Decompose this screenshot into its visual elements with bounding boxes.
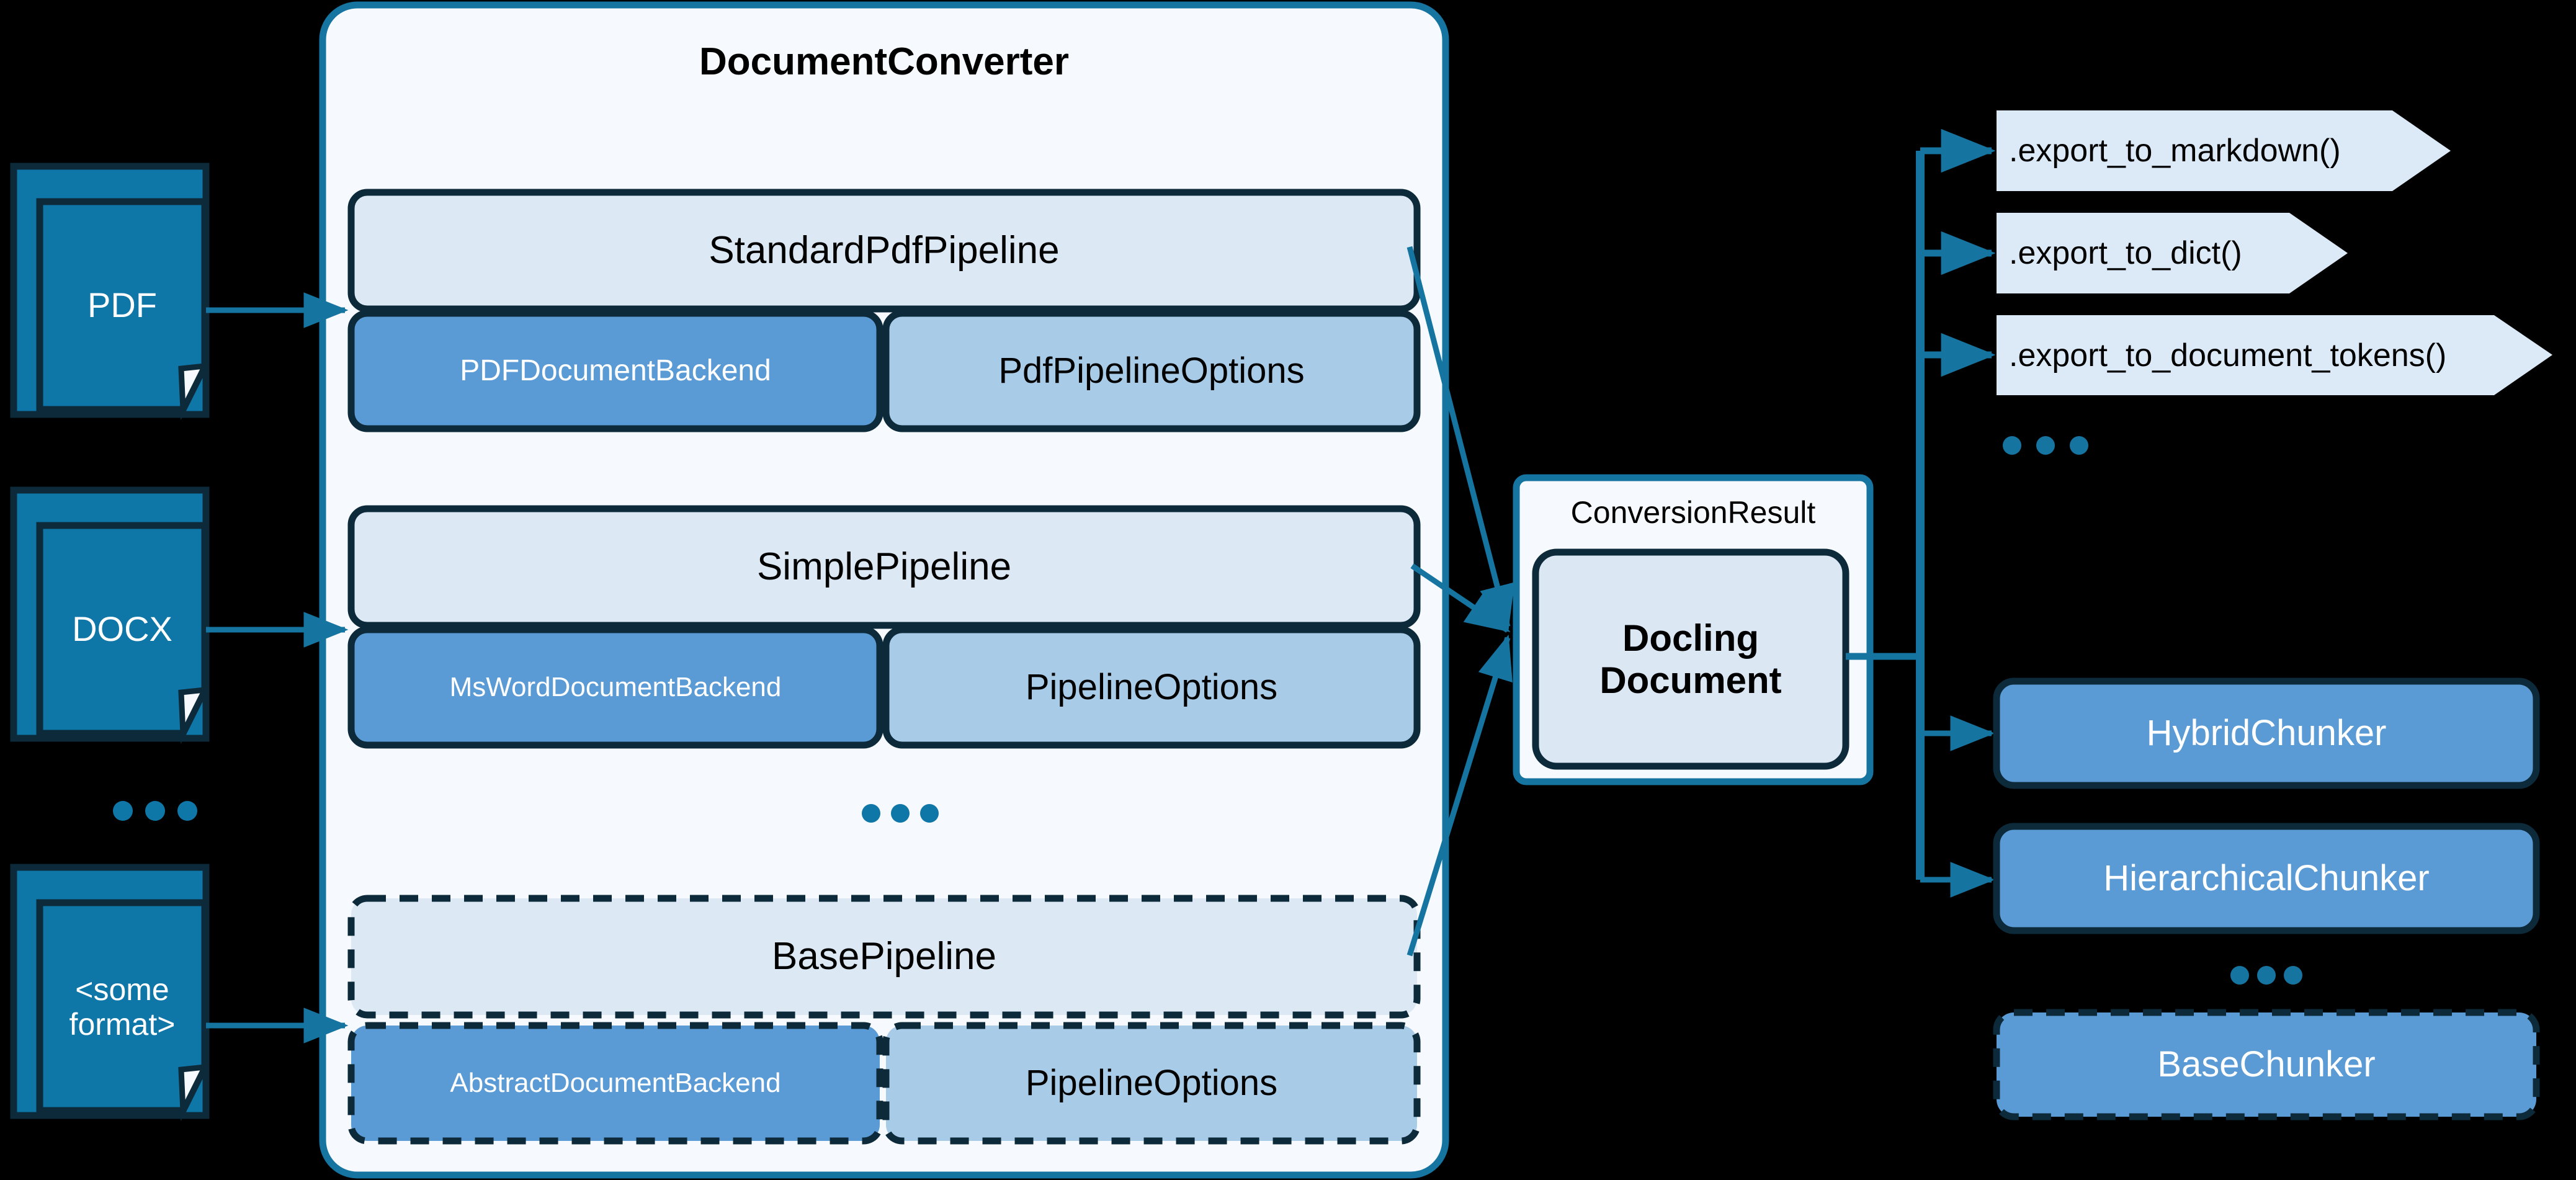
arrow-basepipeline-to-result [1407,634,1513,957]
document-icon-some-format [10,864,210,1122]
document-icon-pdf [10,163,210,421]
pipeline-backend-abstractdocumentbackend[interactable] [347,1022,883,1145]
document-icon-docx [10,486,210,744]
chunker-box-hybridchunker[interactable] [1993,677,2540,789]
pipeline-header-simplepipeline[interactable] [347,505,1421,629]
export-shape-dict[interactable] [1997,213,2348,293]
pipeline-backend-pdfdocumentbackend[interactable] [347,310,883,432]
input-ellipsis-dots [113,801,197,821]
arrow-simplepipeline-to-result [1410,563,1511,633]
docling-document-box[interactable] [1532,548,1849,770]
arrow-standardpdfpipeline-to-result [1407,246,1515,630]
export-shape-document-tokens[interactable] [1997,315,2552,395]
pipeline-backend-msworddocumentbackend[interactable] [347,626,883,749]
export-ellipsis-dots [2003,436,2088,455]
pipeline-options-pipelineoptions-simple[interactable] [882,626,1421,749]
converter-ellipsis-dots [862,804,939,823]
chunker-ellipsis-dots [2230,966,2302,985]
chunker-box-basechunker[interactable] [1993,1009,2540,1120]
export-shape-markdown[interactable] [1997,110,2451,191]
pipeline-options-pdfpipelineoptions[interactable] [882,310,1421,432]
pipeline-header-basepipeline[interactable] [347,895,1421,1019]
pipeline-header-standardpdfpipeline[interactable] [347,189,1421,313]
chunker-box-hierarchicalchunker[interactable] [1993,823,2540,934]
pipeline-options-pipelineoptions-base[interactable] [882,1022,1421,1145]
